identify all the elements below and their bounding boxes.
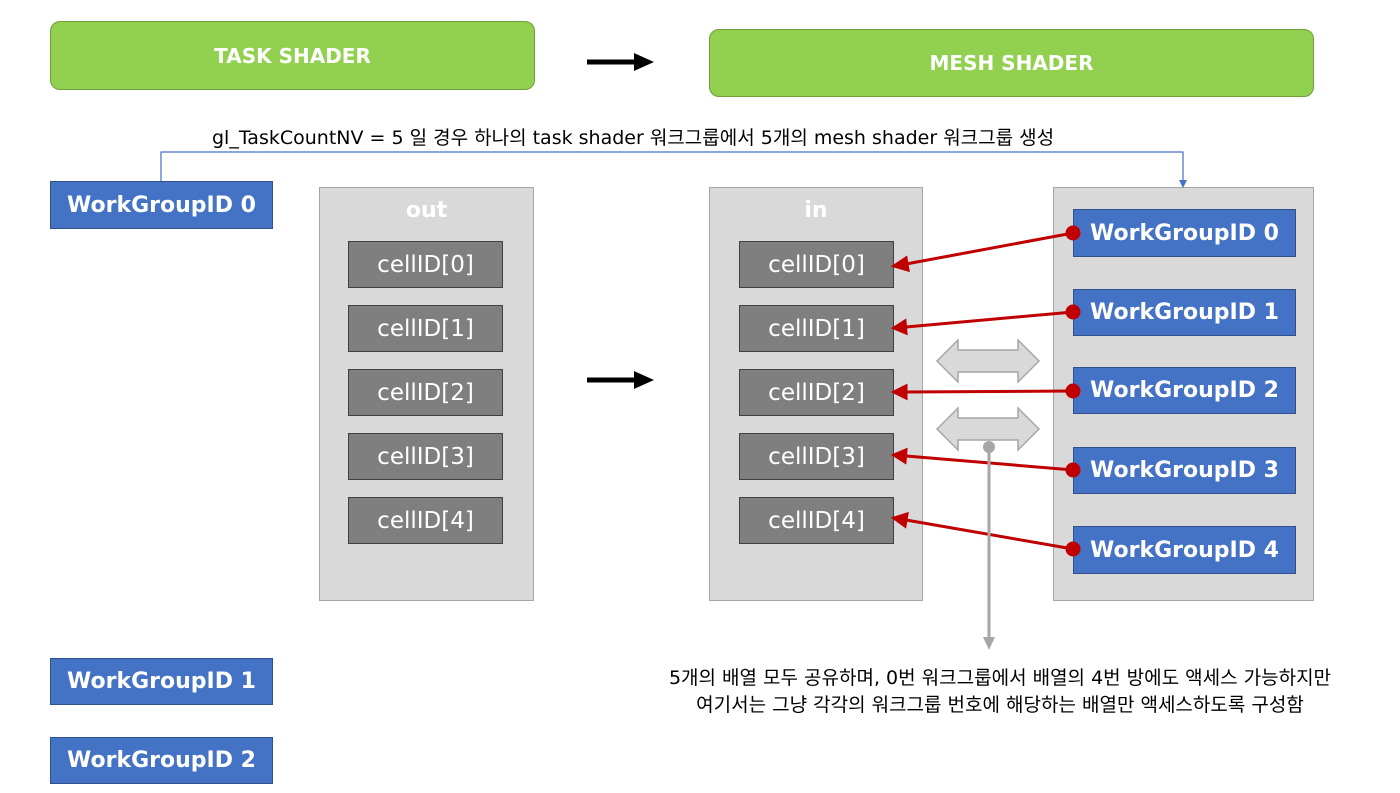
- workgroup-spawn-connector: [160, 151, 1187, 188]
- in-cell-1: cellID[1]: [739, 305, 894, 352]
- mesh-workgroup-1: WorkGroupID 1: [1073, 289, 1296, 336]
- task-workgroup-2: WorkGroupID 2: [50, 737, 273, 784]
- mesh-workgroup-0: WorkGroupID 0: [1073, 209, 1296, 257]
- in-panel-title: in: [804, 198, 828, 223]
- out-cell-4: cellID[4]: [348, 497, 503, 544]
- sharing-note-line-2: 여기서는 그냥 각각의 워크그룹 번호에 해당하는 배열만 액세스하도록 구성함: [696, 694, 1304, 716]
- double-arrow-upper: [935, 338, 1041, 384]
- mesh-shader-box: MESH SHADER: [709, 29, 1314, 97]
- out-cell-0: cellID[0]: [348, 241, 503, 288]
- task-to-mesh-arrow: [587, 53, 654, 71]
- out-to-in-arrow: [587, 371, 654, 389]
- out-panel-title: out: [405, 198, 448, 223]
- task-count-caption: gl_TaskCountNV = 5 일 경우 하나의 task shader …: [212, 127, 1055, 149]
- task-workgroup-1: WorkGroupID 1: [50, 658, 273, 705]
- sharing-note: 5개의 배열 모두 공유하며, 0번 워크그룹에서 배열의 4번 방에도 액세스…: [600, 665, 1400, 719]
- mesh-shader-label: MESH SHADER: [929, 51, 1094, 75]
- in-cell-4: cellID[4]: [739, 497, 894, 544]
- out-cell-3: cellID[3]: [348, 433, 503, 480]
- sharing-note-line-1: 5개의 배열 모두 공유하며, 0번 워크그룹에서 배열의 4번 방에도 액세스…: [668, 667, 1332, 689]
- task-shader-box: TASK SHADER: [50, 21, 535, 90]
- out-cell-2: cellID[2]: [348, 369, 503, 416]
- note-pointer: [983, 441, 995, 650]
- mesh-workgroup-3: WorkGroupID 3: [1073, 447, 1296, 494]
- in-cell-2: cellID[2]: [739, 369, 894, 416]
- in-cell-0: cellID[0]: [739, 241, 894, 288]
- task-workgroup-0: WorkGroupID 0: [50, 181, 273, 229]
- in-cell-3: cellID[3]: [739, 433, 894, 480]
- mesh-workgroup-4: WorkGroupID 4: [1073, 526, 1296, 574]
- mesh-workgroup-2: WorkGroupID 2: [1073, 367, 1296, 414]
- out-cell-1: cellID[1]: [348, 305, 503, 352]
- double-arrow-lower: [935, 406, 1041, 452]
- task-shader-label: TASK SHADER: [214, 43, 371, 68]
